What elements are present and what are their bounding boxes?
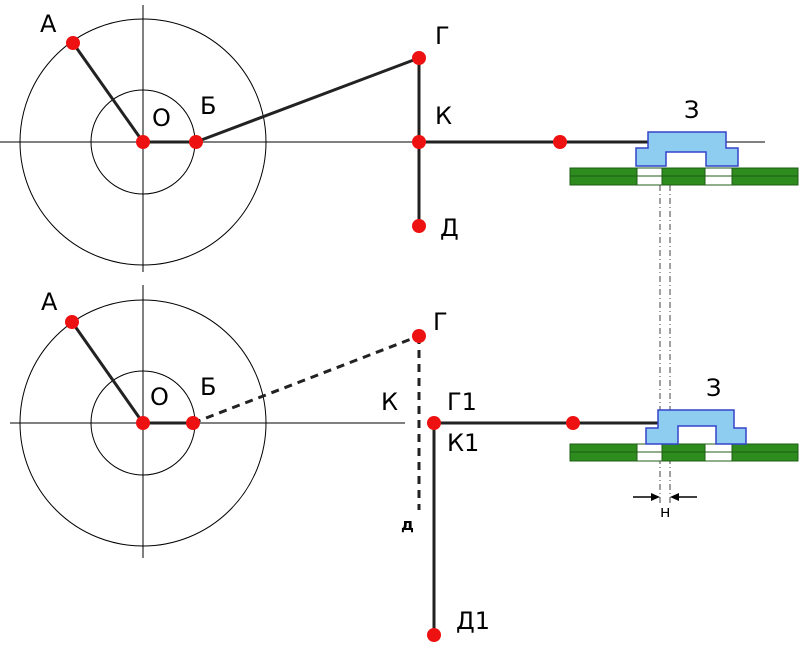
bottom-point-b (186, 416, 200, 430)
top-label-b: Б (200, 92, 216, 120)
bottom-mechanism: А О Б Г К Г1 К1 д Д1 З н (10, 285, 799, 642)
projection-guides (659, 185, 671, 505)
top-label-d: Д (440, 214, 459, 242)
top-link-a-o (71, 41, 145, 144)
bottom-label-o: О (150, 383, 169, 411)
bottom-label-k1: К1 (447, 429, 479, 457)
bottom-label-a: А (41, 288, 58, 316)
bottom-link-a-o (70, 320, 145, 425)
bottom-label-g1: Г1 (447, 388, 477, 416)
bottom-link-b-g-dashed (192, 334, 420, 425)
bottom-label-z: З (706, 374, 721, 402)
top-mechanism: А О Б Г К Д З (0, 5, 799, 272)
bottom-slider (645, 409, 747, 445)
top-point-k (412, 135, 426, 149)
bottom-point-d1 (427, 628, 441, 642)
top-outer-circle (19, 18, 267, 266)
bottom-label-n: н (660, 502, 670, 521)
bottom-point-g1 (427, 416, 441, 430)
top-label-z: З (684, 96, 699, 124)
top-point-d (412, 219, 426, 233)
top-label-a: А (40, 10, 57, 38)
bottom-point-o (136, 416, 150, 430)
bottom-label-k: К (381, 388, 398, 416)
top-point-b (189, 135, 203, 149)
top-label-o: О (152, 104, 171, 132)
top-point-g (412, 51, 426, 65)
bottom-rail (569, 443, 799, 462)
top-slider (635, 131, 739, 167)
bottom-label-d1: Д1 (456, 607, 490, 635)
bottom-label-d: д (401, 515, 414, 534)
displacement-marker (633, 493, 697, 501)
top-point-o (136, 135, 150, 149)
top-point-a (66, 36, 80, 50)
top-label-k: К (435, 102, 452, 130)
top-point-slider (553, 135, 567, 149)
bottom-point-g (412, 329, 426, 343)
bottom-label-b: Б (200, 373, 216, 401)
bottom-point-a (65, 315, 79, 329)
top-label-g: Г (435, 22, 450, 50)
top-link-b-g (194, 56, 421, 144)
bottom-point-slider (566, 416, 580, 430)
top-rail (569, 167, 799, 186)
bottom-outer-circle (19, 299, 267, 547)
bottom-label-g: Г (433, 308, 448, 336)
